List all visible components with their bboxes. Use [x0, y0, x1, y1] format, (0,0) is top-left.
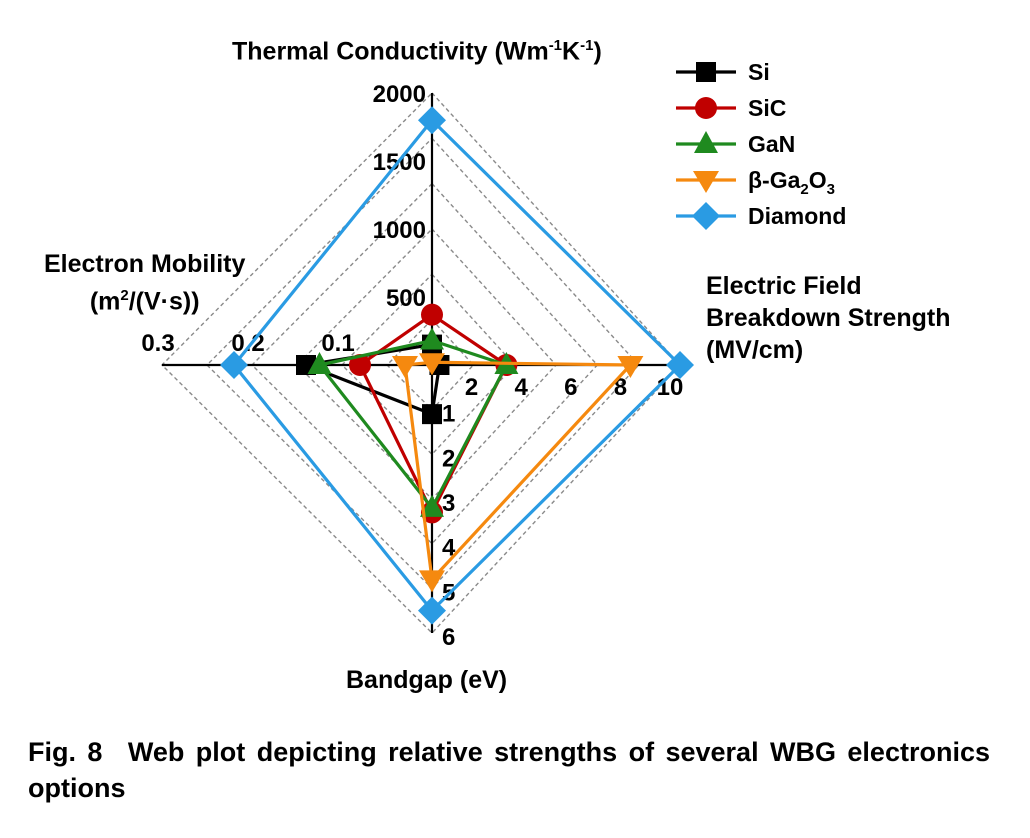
legend-item: Diamond — [676, 202, 846, 230]
grid-ring — [161, 91, 681, 635]
tick-label-field: 2 — [465, 374, 478, 401]
data-point — [419, 353, 445, 376]
data-point — [418, 106, 446, 135]
tick-label-thermal: 500 — [386, 285, 426, 312]
grid-ring — [341, 273, 516, 456]
legend-label: Si — [748, 59, 770, 85]
axis-title-thermal: Thermal Conductivity (Wm-1K-1) — [232, 37, 602, 66]
data-point — [349, 354, 371, 376]
figure-label: Fig. 8 — [28, 737, 103, 767]
legend-item: Si — [676, 59, 770, 85]
tick-label-bandgap: 6 — [442, 624, 455, 651]
tick-label-mobility: 0.3 — [141, 330, 174, 357]
data-point — [307, 352, 332, 374]
legend-label: GaN — [748, 131, 795, 157]
legend-label: Diamond — [748, 203, 846, 229]
data-point — [392, 356, 418, 378]
data-point — [419, 570, 445, 593]
legend-item: β-Ga2O3 — [676, 167, 835, 198]
figure-caption: Fig. 8 Web plot depicting relative stren… — [28, 734, 990, 806]
tick-label-field: 10 — [657, 374, 684, 401]
legend-marker — [694, 131, 718, 153]
series-2 — [307, 327, 519, 517]
legend-marker — [695, 97, 717, 119]
tick-label-mobility: 0.1 — [321, 330, 354, 357]
data-point — [420, 327, 444, 350]
grid-ring — [251, 182, 599, 545]
data-point — [666, 351, 694, 379]
data-point — [420, 494, 444, 517]
tick-label-bandgap: 2 — [442, 445, 455, 472]
series — [220, 106, 694, 625]
legend-label: SiC — [748, 95, 786, 121]
tick-label-thermal: 2000 — [373, 81, 426, 108]
tick-label-field: 6 — [564, 374, 577, 401]
legend-item: GaN — [676, 131, 795, 157]
series-3 — [392, 353, 644, 593]
data-point — [220, 351, 248, 379]
data-point — [418, 596, 446, 625]
axis-title-mobility: Electron Mobility (m2/(V·s)) — [44, 250, 246, 316]
tick-label-field: 4 — [515, 374, 529, 401]
data-point — [422, 404, 442, 425]
axis-title-field: Electric Field Breakdown Strength (MV/cm… — [706, 272, 951, 364]
tick-label-thermal: 1000 — [373, 217, 426, 244]
legend-marker — [696, 62, 716, 82]
caption-text: Web plot depicting relative strengths of… — [28, 737, 990, 803]
tick-label-bandgap: 1 — [442, 401, 455, 428]
data-point — [617, 356, 644, 378]
data-point — [421, 303, 443, 326]
axis-title-bandgap: Bandgap (eV) — [346, 666, 508, 694]
tick-label-bandgap: 3 — [442, 490, 455, 517]
legend-marker — [693, 171, 719, 193]
legend-item: SiC — [676, 95, 786, 121]
legend-marker — [692, 202, 720, 230]
series-4 — [220, 106, 694, 625]
legend-label: β-Ga2O3 — [748, 167, 835, 198]
